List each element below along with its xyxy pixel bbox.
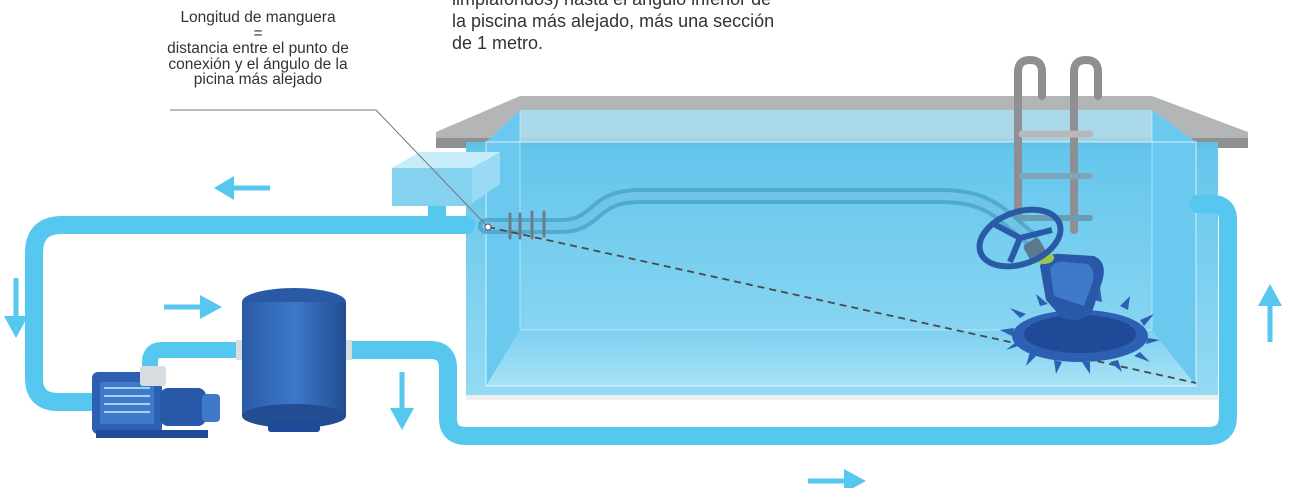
flow-arrow-down <box>390 372 414 430</box>
measurement-note-line0: limpiafondos) hasta el ángulo inferior d… <box>452 0 872 10</box>
hose-length-equals: = <box>253 24 263 42</box>
cleaner-skirt <box>1000 288 1160 374</box>
measurement-note-line2: de 1 metro. <box>452 33 544 53</box>
cleaner-steering-wheel <box>976 206 1064 270</box>
pool-pump <box>92 366 220 438</box>
label-leader-line <box>170 109 492 231</box>
measurement-note-line1: la piscina más alejado, más una sección <box>452 11 775 31</box>
circulation-pipe <box>25 195 1237 445</box>
hose-length-definition-line2: conexión y el ángulo de la <box>168 55 348 73</box>
measurement-note: limpiafondos) hasta el ángulo inferior d… <box>452 0 872 54</box>
flow-arrow-left <box>214 176 270 200</box>
skimmer <box>392 152 500 218</box>
hose-length-definition-line1: distancia entre el punto de <box>167 40 349 57</box>
flow-arrow-up <box>1258 284 1282 342</box>
sand-filter <box>236 288 352 432</box>
hose-length-title: Longitud de manguera <box>180 9 336 26</box>
flow-arrow-right <box>808 469 866 488</box>
flow-arrow-down <box>4 278 28 338</box>
flow-arrow-right <box>164 295 222 319</box>
cleaner-body <box>1023 238 1104 320</box>
hose-length-definition-line3: picina más alejado <box>193 71 323 88</box>
pool-cleaner <box>976 206 1160 374</box>
hose-length-label: Longitud de manguera = distancia entre e… <box>108 10 408 88</box>
